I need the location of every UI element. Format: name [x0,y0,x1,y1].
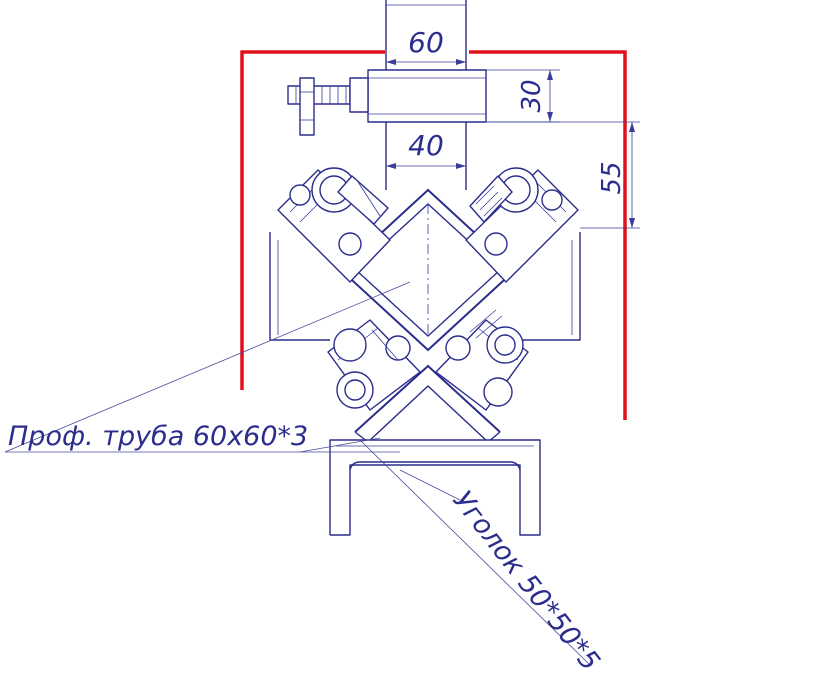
dimension-30: 30 [486,69,560,123]
channel-profile [329,439,541,536]
dimension-40: 40 [386,129,466,169]
dimension-60: 60 [386,26,466,65]
clamp-block [367,69,487,123]
leader-angle [359,439,591,666]
bolt-lower-right [445,309,524,407]
side-bolt [287,77,369,136]
dimension-label-40: 40 [408,129,444,162]
dimension-label-55: 55 [597,161,627,194]
dimension-label-60: 60 [408,26,444,59]
highlight-frame [240,50,627,420]
label-profile-tube: Проф. труба 60х60*3 [8,421,308,452]
side-plates [269,232,581,341]
bolt-lower-left [333,328,411,409]
leader-profile-tube [4,281,411,453]
angle-iron [354,364,501,443]
dimension-label-30: 30 [517,79,547,112]
bolt-upper-right [469,167,563,256]
bolt-upper-left [289,167,389,256]
dimension-55: 55 [486,121,640,229]
